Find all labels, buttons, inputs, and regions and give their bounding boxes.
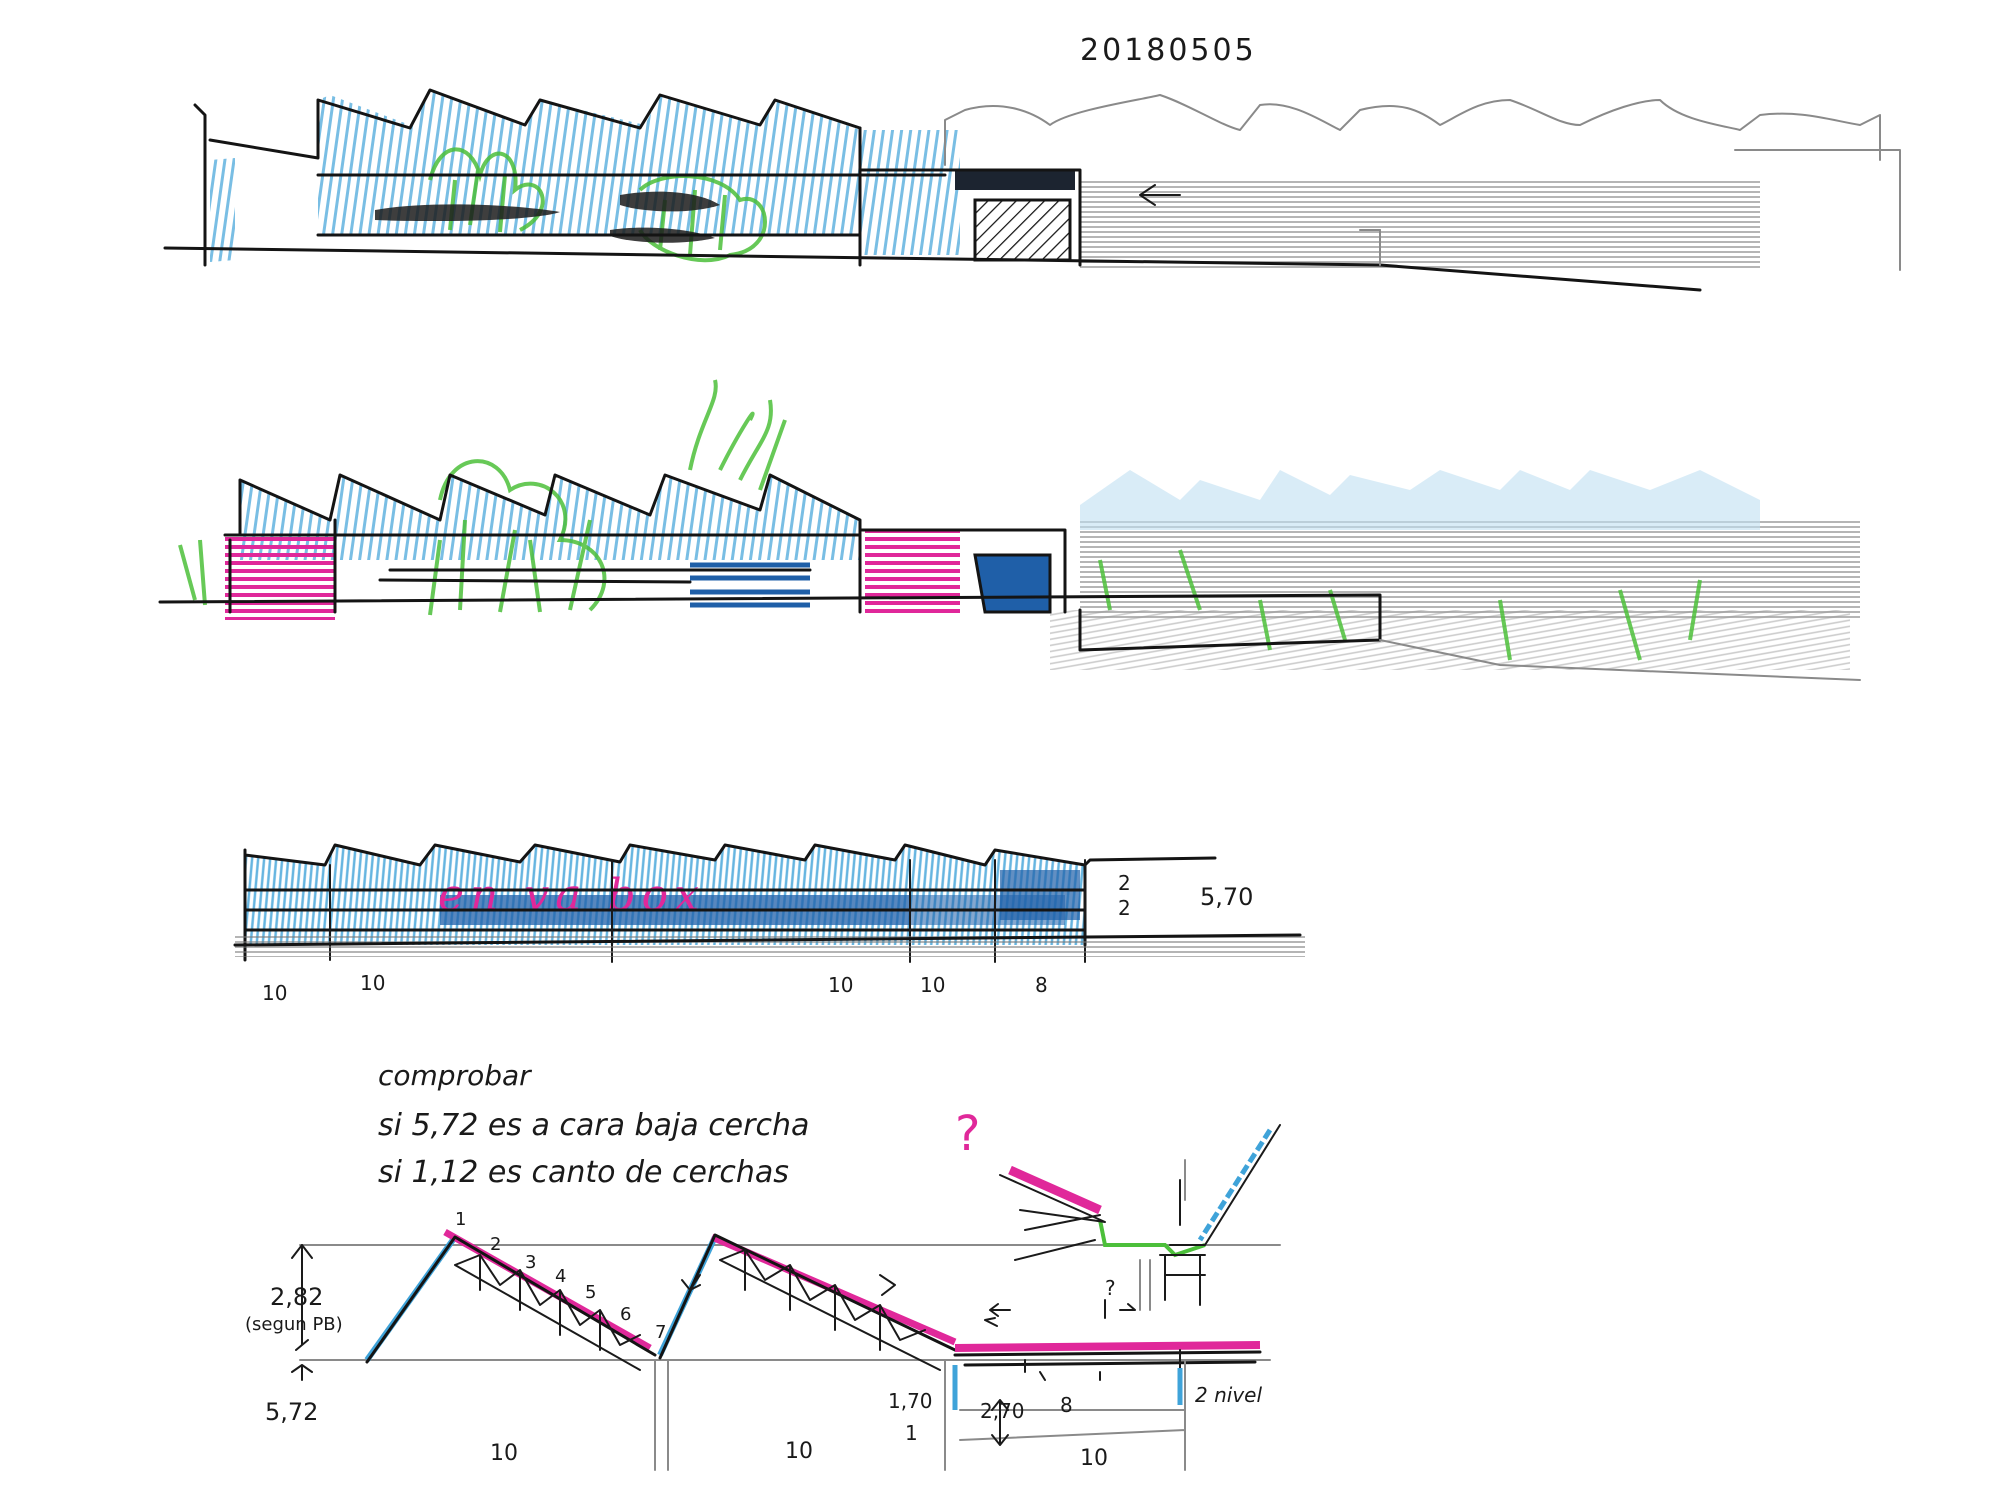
date-label: 20180505 — [1080, 33, 1257, 68]
truss-number-5: 5 — [585, 1282, 596, 1303]
dim-right-top: 2 — [1118, 871, 1131, 895]
detail-question-mark: ? — [1105, 1276, 1116, 1300]
elevation-1-ghost-roof — [944, 94, 1901, 271]
elevation-1-band — [316, 126, 947, 267]
section-bay-1: 10 — [490, 1441, 518, 1466]
elevation-1-entrance — [943, 168, 1082, 267]
height-bottom-label: 5,72 — [265, 1398, 318, 1426]
note-line-1: comprobar — [378, 1059, 532, 1092]
notes-block: comprobar si 5,72 es a cara baja cercha … — [378, 1059, 980, 1190]
bay-dim-4: 10 — [920, 973, 945, 997]
note-line-3: si 1,12 es canto de cerchas — [378, 1155, 789, 1190]
section-bay-3: 10 — [1080, 1446, 1108, 1471]
truss-2 — [719, 1249, 941, 1371]
dim-8: 8 — [1060, 1393, 1073, 1417]
height-note: 5,70 — [1200, 883, 1253, 911]
elevation-3-roofline — [243, 843, 1217, 962]
elevation-3: en va box 2 2 5,70 10 10 10 10 8 — [233, 843, 1305, 1005]
elevation-2-magenta-panels — [225, 530, 960, 620]
nivel-label: 2 nivel — [1195, 1383, 1262, 1407]
elevation-3-ground-fill — [235, 935, 1305, 957]
dim-right-bottom: 2 — [1118, 896, 1131, 920]
truss-number-6: 6 — [620, 1304, 631, 1325]
elevation-2-graphite-fill — [1080, 520, 1860, 620]
left-arrow-icon — [1139, 184, 1181, 206]
section-drawing: 2,82 (segun PB) 5,72 1 2 3 4 5 6 7 1,70 … — [245, 1124, 1281, 1471]
truss-number-4: 4 — [555, 1266, 566, 1287]
elevation-1-ground — [163, 246, 1702, 292]
elevation-2-roofline — [223, 473, 1067, 614]
section-bay-2: 10 — [785, 1439, 813, 1464]
note-question-mark: ? — [955, 1106, 980, 1162]
truss-number-1: 1 — [455, 1209, 466, 1230]
elevation-1 — [163, 88, 1901, 292]
height-top-label: 2,82 — [270, 1283, 323, 1311]
note-line-2: si 5,72 es a cara baja cercha — [378, 1108, 809, 1143]
truss-1 — [454, 1254, 641, 1371]
dim-170: 1,70 — [888, 1389, 933, 1413]
roof-detail-sketch: ? — [989, 1124, 1281, 1319]
elevation-2 — [158, 379, 1861, 681]
elevation-2-glazing — [240, 470, 1760, 560]
truss-number-2: 2 — [490, 1234, 501, 1255]
elevation-1-roofline — [193, 88, 947, 267]
height-top-note: (segun PB) — [245, 1314, 343, 1335]
bay-dim-5: 8 — [1035, 973, 1048, 997]
dim-1: 1 — [905, 1421, 918, 1445]
elevation-2-blue-stripes — [690, 562, 810, 608]
height-dimension-line — [291, 1244, 313, 1381]
bay-dim-2: 10 — [360, 971, 385, 995]
dim-270: 2,70 — [980, 1399, 1025, 1423]
truss-number-3: 3 — [525, 1252, 536, 1273]
elevation-1-graphite-fill — [1080, 180, 1760, 270]
elevation-2-entrance — [973, 553, 1052, 614]
bay-dim-3: 10 — [828, 973, 853, 997]
truss-number-7: 7 — [655, 1322, 666, 1343]
bay-dim-1: 10 — [262, 981, 287, 1005]
elevation-2-plants — [178, 379, 1702, 661]
graffiti-text: en va box — [438, 870, 705, 921]
